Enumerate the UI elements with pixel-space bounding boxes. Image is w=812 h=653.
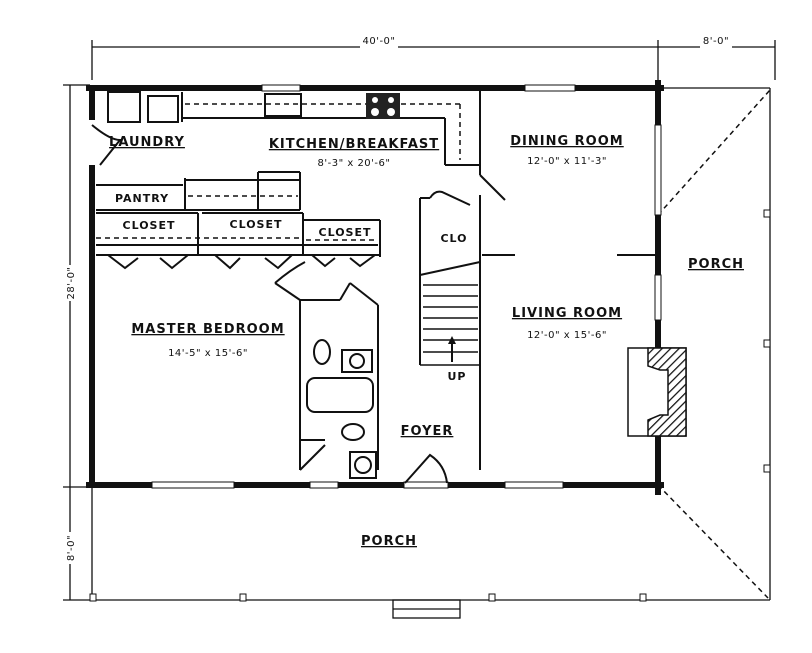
room-label-living: LIVING ROOM	[512, 306, 622, 321]
dimension-top-main: 40'-0"	[362, 36, 395, 47]
fireplace-icon	[627, 347, 687, 437]
room-size-dining: 12'-0" x 11'-3"	[527, 156, 607, 167]
toilet-icon	[341, 423, 365, 441]
room-label-master-bedroom: MASTER BEDROOM	[131, 322, 284, 337]
room-label-dining: DINING ROOM	[510, 134, 623, 149]
room-label-pantry: PANTRY	[115, 192, 169, 205]
sink-icon	[341, 349, 373, 373]
dimension-left-main: 28'-0"	[66, 266, 77, 299]
room-label-closet: CLOSET	[230, 218, 283, 231]
room-label-foyer: FOYER	[401, 424, 454, 439]
bathtub-icon	[306, 377, 374, 413]
room-label-porch-front: PORCH	[361, 534, 417, 549]
range-icon	[366, 93, 400, 119]
dimension-top-porch: 8'-0"	[703, 36, 729, 47]
kitchen-counters	[107, 91, 480, 166]
room-label-laundry: LAUNDRY	[109, 135, 185, 150]
interior-walls	[91, 90, 655, 484]
porch-outline	[89, 87, 771, 619]
room-label-clo: CLO	[440, 232, 467, 245]
room-size-kitchen: 8'-3" x 20'-6"	[317, 158, 390, 169]
dimension-left-porch: 8'-0"	[66, 535, 77, 561]
sink-icon	[264, 93, 302, 117]
room-label-closet: CLOSET	[123, 219, 176, 232]
exterior-walls	[86, 80, 664, 495]
room-label-kitchen: KITCHEN/BREAKFAST	[269, 137, 439, 152]
sink-icon	[349, 451, 377, 479]
dimension-lines	[63, 40, 776, 601]
room-label-porch-side: PORCH	[688, 257, 744, 272]
toilet-icon	[313, 339, 331, 365]
stair-label-up: UP	[448, 370, 467, 383]
room-size-living: 12'-0" x 15'-6"	[527, 330, 607, 341]
room-size-master-bedroom: 14'-5" x 15'-6"	[168, 348, 248, 359]
room-label-closet: CLOSET	[319, 226, 372, 239]
